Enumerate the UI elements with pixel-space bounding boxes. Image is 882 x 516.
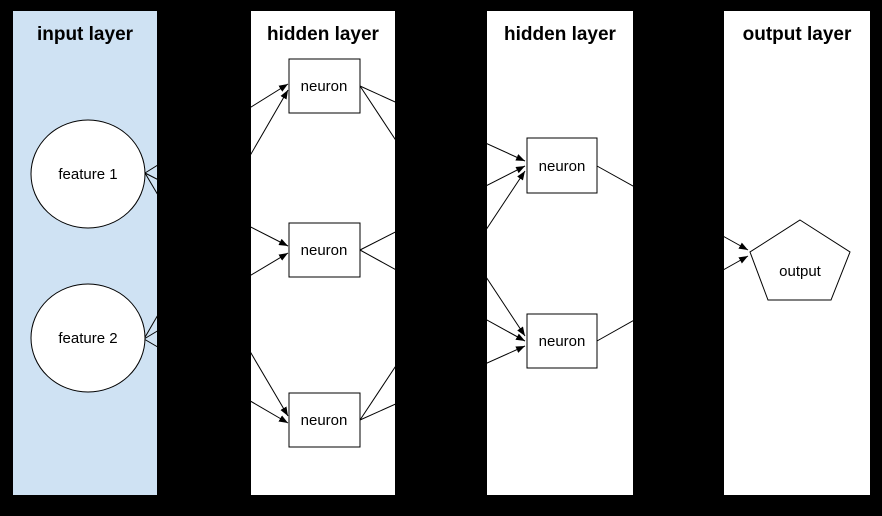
input-node-feature-1: [30, 119, 146, 229]
input-layer-title: input layer: [37, 24, 134, 45]
edge-f2-h1a: [143, 89, 289, 340]
edge-f2-h1b: [143, 252, 289, 340]
edge-h1b-h2a: [359, 165, 526, 251]
hidden1-neuron-2: [288, 222, 361, 278]
edge-f1-h1a: [144, 83, 289, 174]
hidden2-neuron-1-label: neuron: [539, 158, 586, 175]
hidden1-neuron-3-label: neuron: [301, 412, 348, 429]
edge-h1a-h2a: [359, 85, 526, 162]
hidden1-neuron-3: [288, 392, 361, 448]
input-node-feature-1-label: feature 1: [58, 166, 117, 183]
output-node-pentagon: [749, 219, 851, 301]
hidden1-neuron-2-label: neuron: [301, 242, 348, 259]
edge-h1a-h2b: [359, 85, 526, 337]
hidden1-neuron-1: [288, 58, 361, 114]
hidden-layer-2-title: hidden layer: [504, 24, 617, 45]
edge-f1-h1b: [144, 172, 289, 247]
hidden2-neuron-2-label: neuron: [539, 333, 586, 350]
edge-f2-h1c: [143, 338, 289, 424]
hidden2-neuron-2: [526, 313, 598, 369]
edge-h1c-h2a: [359, 170, 526, 421]
edge-h2a-out: [596, 165, 749, 251]
panel-input-layer: [13, 11, 157, 495]
hidden-layer-1-title: hidden layer: [267, 24, 380, 45]
edge-h1c-h2b: [359, 345, 526, 421]
input-node-feature-2-label: feature 2: [58, 330, 117, 347]
hidden1-neuron-1-label: neuron: [301, 78, 348, 95]
input-node-feature-2: [30, 283, 146, 393]
edge-f1-h1c: [144, 172, 289, 417]
edge-h2b-out: [596, 255, 749, 342]
output-node-label: output: [779, 263, 822, 280]
panel-hidden-layer-2: [487, 11, 633, 495]
hidden2-neuron-1: [526, 137, 598, 194]
output-layer-title: output layer: [743, 24, 852, 45]
